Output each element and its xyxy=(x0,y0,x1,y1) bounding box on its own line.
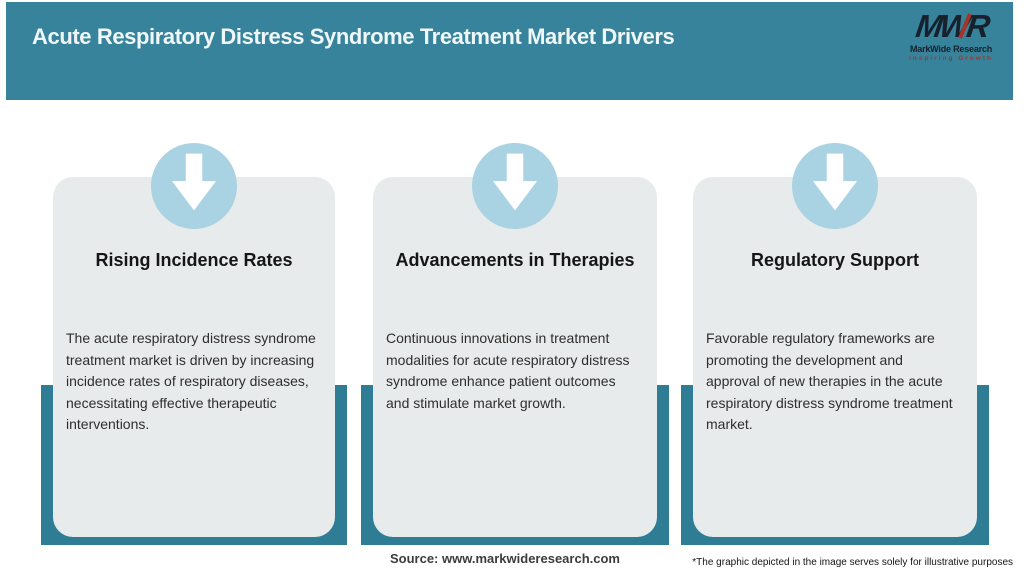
card-title: Regulatory Support xyxy=(750,250,919,270)
driver-card-advancements: Advancements in Therapies Continuous inn… xyxy=(361,143,669,545)
card-panel: Advancements in Therapies Continuous inn… xyxy=(373,143,657,537)
card-panel: Regulatory Support Favorable regulatory … xyxy=(693,143,977,537)
down-arrow-icon xyxy=(792,143,878,229)
logo-tagline: Inspiring Growth xyxy=(909,54,993,62)
driver-card-regulatory-support: Regulatory Support Favorable regulatory … xyxy=(681,143,989,545)
down-arrow-icon xyxy=(472,143,558,229)
page-title: Acute Respiratory Distress Syndrome Trea… xyxy=(32,24,675,49)
markwide-logo: MWR MarkWide Research Inspiring Growth xyxy=(895,8,1007,62)
card-body-text: The acute respiratory distress syndrome … xyxy=(66,330,316,432)
logo-company-name: MarkWide Research xyxy=(909,43,993,54)
card-body-text: Continuous innovations in treatment moda… xyxy=(386,330,630,411)
source-attribution: Source: www.markwideresearch.com xyxy=(389,551,620,566)
card-title: Advancements in Therapies xyxy=(395,250,635,270)
logo-monogram: MWR xyxy=(913,8,990,44)
card-panel: Rising Incidence Rates The acute respira… xyxy=(53,143,335,537)
logo-monogram-wrap: MWR xyxy=(913,8,990,44)
header-banner: Acute Respiratory Distress Syndrome Trea… xyxy=(6,2,1013,100)
card-body-text: Favorable regulatory frameworks are prom… xyxy=(706,330,953,432)
card-title: Rising Incidence Rates xyxy=(95,250,293,270)
driver-card-rising-incidence: Rising Incidence Rates The acute respira… xyxy=(41,143,347,545)
down-arrow-icon xyxy=(151,143,237,229)
disclaimer-note: *The graphic depicted in the image serve… xyxy=(692,557,1013,568)
